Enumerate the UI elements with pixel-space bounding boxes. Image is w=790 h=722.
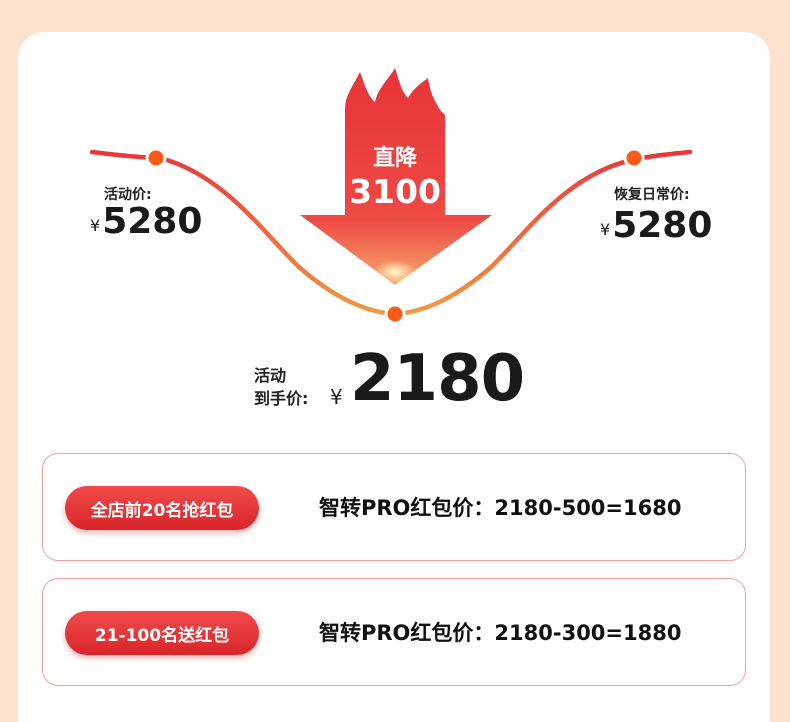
offer-box-1: 全店前20名抢红包 智转PRO红包价：2180-500=1680 [42, 453, 746, 561]
left-currency: ¥ [90, 216, 101, 235]
left-price-label: 活动价: [104, 187, 152, 203]
right-dot [623, 147, 645, 169]
final-label-line2: 到手价: [254, 389, 309, 408]
offer-badge-2[interactable]: 21-100名送红包 [65, 611, 259, 655]
final-price-label: 活动 到手价: [254, 364, 308, 410]
left-price-value: 5280 [102, 201, 203, 242]
right-price-label: 恢复日常价: [614, 187, 690, 203]
final-label-line1: 活动 [254, 366, 287, 385]
offer-formula-1: 智转PRO红包价：2180-500=1680 [319, 496, 682, 520]
final-currency: ¥ [330, 385, 343, 409]
right-price: ¥5280 [600, 205, 712, 246]
right-price-value: 5280 [612, 205, 713, 246]
offer-formula-2: 智转PRO红包价：2180-300=1880 [319, 621, 682, 645]
arrow-label-top: 直降 [372, 146, 417, 171]
arrow-label-amount: 3100 [349, 172, 441, 211]
right-currency: ¥ [600, 220, 611, 239]
left-price: ¥5280 [90, 201, 202, 242]
bottom-dot [384, 303, 406, 325]
offer-box-2: 21-100名送红包 智转PRO红包价：2180-300=1880 [42, 578, 746, 686]
offer-badge-1[interactable]: 全店前20名抢红包 [65, 486, 259, 530]
flame-arrow-icon [300, 68, 492, 285]
final-price-value: 2180 [350, 342, 525, 416]
left-dot [145, 147, 167, 169]
